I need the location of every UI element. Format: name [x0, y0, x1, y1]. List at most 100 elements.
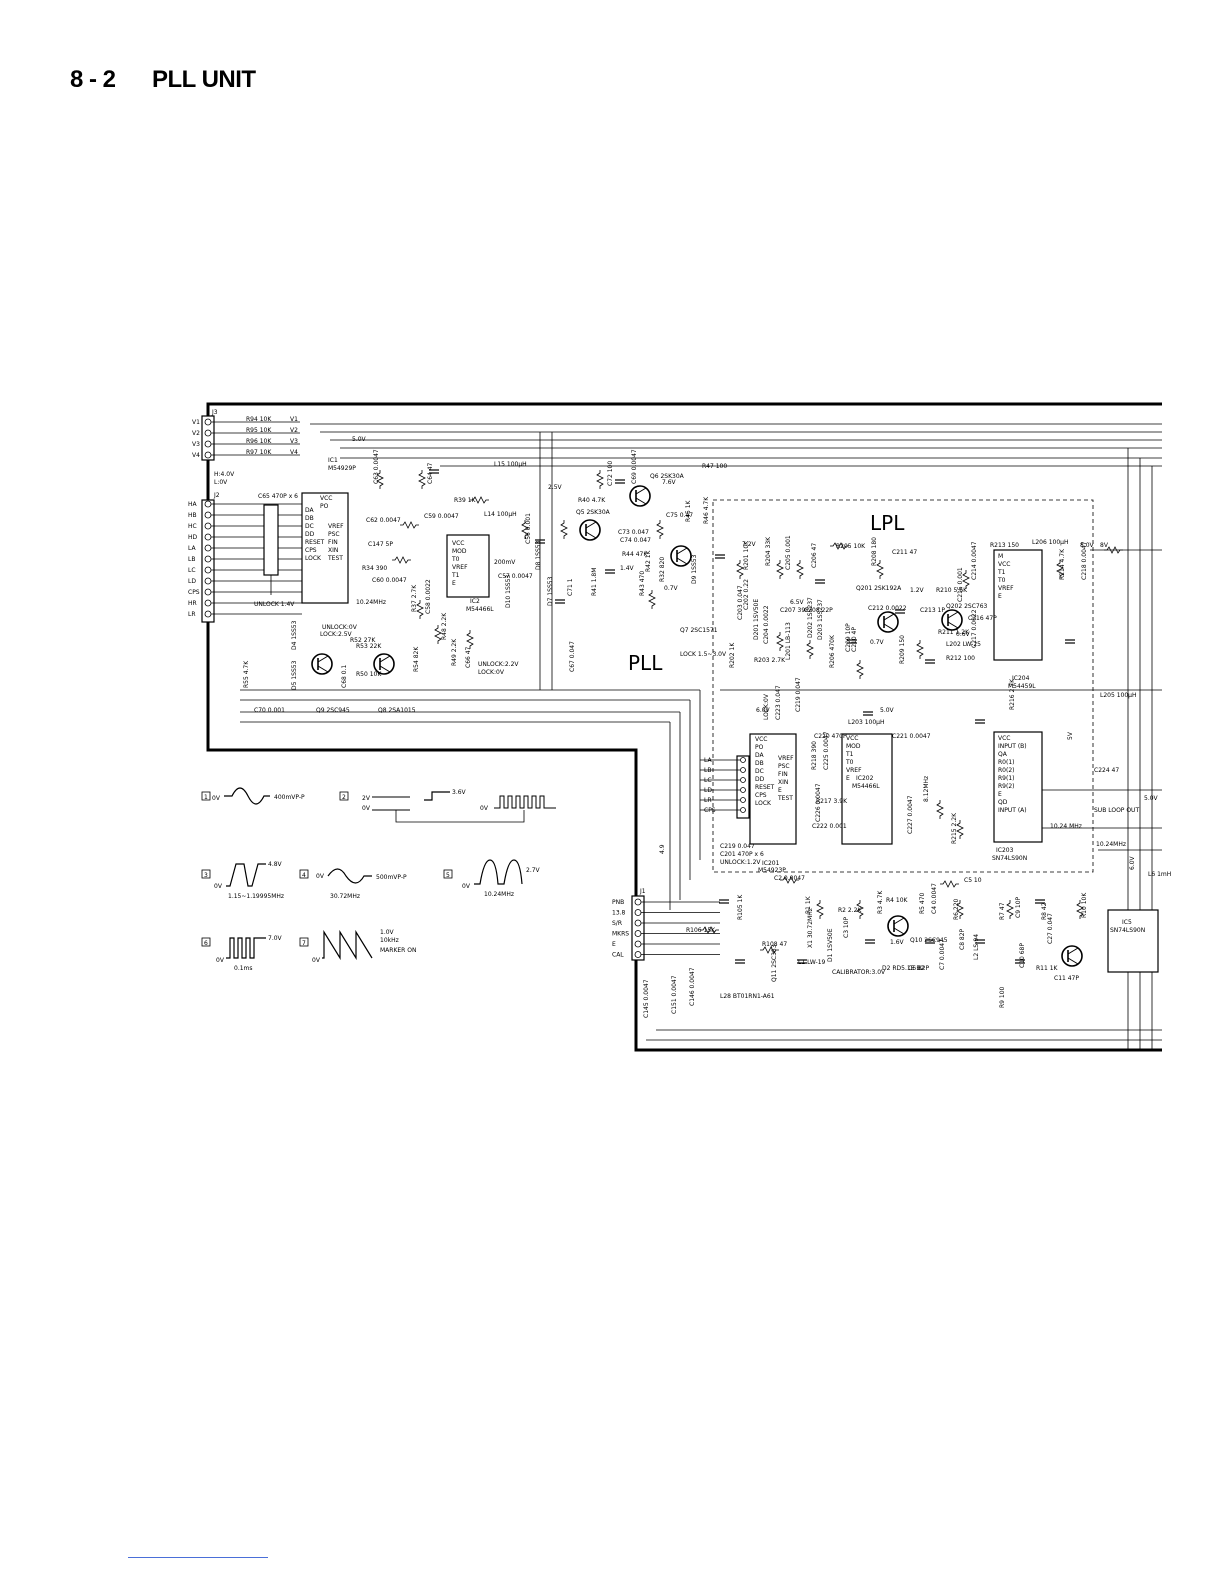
- component-label: UNLOCK:0V: [322, 624, 358, 631]
- ic201-input-lc: LC: [704, 777, 712, 784]
- component-label: D8 1SS53: [535, 540, 542, 570]
- component-label: C63 0.0047: [373, 449, 380, 484]
- component-label: R217 3.9K: [816, 798, 848, 805]
- component-label: L201 LB-113: [785, 622, 792, 660]
- ic1-m54929p: IC1 M54929P VCCPODADBDCDDRESETCPSLOCKVRE…: [301, 457, 356, 604]
- component-label: C4 0.0047: [931, 883, 938, 914]
- ic204pins-pin: T0: [997, 577, 1006, 584]
- component-label: R6 220: [953, 898, 960, 920]
- waveform-1-right: 400mVP-P: [274, 794, 305, 801]
- ic201pins-pin: TEST: [777, 795, 793, 802]
- component-label: L203 100µH: [848, 719, 884, 726]
- component-label: C60 0.0047: [372, 577, 407, 584]
- j3-pin-v1: V1: [192, 419, 200, 426]
- ic201pins-pin: E: [778, 787, 782, 794]
- component-label: R50 10K: [356, 671, 382, 678]
- component-label: R10 10K: [1081, 892, 1088, 918]
- j1-pin-pnb: PNB: [612, 899, 624, 906]
- component-label: C214 0.0047: [971, 541, 978, 580]
- ic202pins-pin: MOD: [846, 743, 861, 750]
- component-label: C3 10P: [843, 916, 850, 938]
- waveform-tag-5: 5: [446, 872, 450, 879]
- ic203pins-pin: R0(2): [998, 767, 1015, 774]
- j2-pin-ha: HA: [188, 501, 198, 508]
- component-label: R47 100: [702, 463, 727, 470]
- ic2pins-pin: E: [452, 580, 456, 587]
- component-label: C220 470P: [814, 733, 847, 740]
- component-label: C62 0.0047: [366, 517, 401, 524]
- component-label: L15 100µH: [494, 461, 527, 468]
- ic201pins-pin: VREF: [778, 755, 794, 762]
- ic203pins-pin: QA: [998, 751, 1008, 758]
- component-label: R54 82K: [413, 646, 420, 672]
- component-label: C66 47: [465, 646, 472, 668]
- component-label: 200mV: [494, 559, 516, 566]
- component-label: 1.4V: [620, 565, 635, 572]
- component-label: Q5 2SK30A: [576, 509, 611, 516]
- component-label: C11 47P: [1054, 975, 1079, 982]
- ic201pins-pin: FIN: [778, 771, 788, 778]
- component-label: C227 0.0047: [907, 795, 914, 834]
- component-label: C5 10: [964, 877, 982, 884]
- component-label: L1 LW-19: [798, 959, 826, 966]
- waveform-7-note: MARKER ON: [380, 947, 416, 954]
- svg-text:M54466L: M54466L: [852, 783, 880, 790]
- component-label: C70 0.001: [254, 707, 285, 714]
- component-label: R37 2.7K: [411, 584, 418, 612]
- ic1pins-pin: DB: [305, 515, 314, 522]
- ic202pins-pin: T0: [845, 759, 854, 766]
- component-label: R5 470: [919, 892, 926, 914]
- j2-pin-lb: LB: [188, 556, 195, 563]
- component-label: Q7 2SC1571: [680, 627, 718, 634]
- section-number: 8 - 2: [70, 66, 116, 93]
- component-label: R39 1K: [454, 497, 477, 504]
- ic201pins-pin: DD: [755, 776, 765, 783]
- component-label: Q6 2SK30A: [650, 473, 685, 480]
- j1-pin-138: 13.8: [612, 910, 626, 917]
- j2-pin-hd: HD: [188, 534, 198, 541]
- component-label: C73 0.047: [618, 529, 649, 536]
- component-label: C222 0.001: [812, 823, 847, 830]
- component-label: C207 39P: [780, 607, 809, 614]
- j2-pin-lc: LC: [188, 567, 196, 574]
- pll-label: PLL: [628, 651, 663, 675]
- component-label: C68 0.1: [341, 665, 348, 688]
- j3-pin-v3: V3: [192, 441, 200, 448]
- ic201pins-pin: PO: [755, 744, 764, 751]
- component-label: 5.0V: [880, 707, 895, 714]
- ic1pins-pin: LOCK: [305, 555, 322, 562]
- component-label: CALIBRATOR:3.0V: [832, 969, 886, 976]
- ic201pins-pin: VCC: [755, 736, 767, 743]
- svg-text:M54459L: M54459L: [1008, 683, 1036, 690]
- svg-text:SN74LS90N: SN74LS90N: [1110, 927, 1145, 934]
- svg-text:V2: V2: [290, 427, 298, 434]
- component-label: R211 1.2K: [938, 629, 970, 636]
- waveform-5-left: 0V: [462, 883, 471, 890]
- component-label: C145 0.0047: [643, 979, 650, 1018]
- ic201pins-pin: PSC: [778, 763, 790, 770]
- component-label: R208 180: [871, 537, 878, 566]
- component-label: R40 4.7K: [578, 497, 606, 504]
- ic5-sn74ls90n: IC5 SN74LS90N: [1107, 909, 1159, 973]
- component-label: L202 LW-25: [946, 641, 981, 648]
- ic201-input-la: LA: [704, 757, 712, 764]
- ic203pins-pin: R0(1): [998, 759, 1015, 766]
- svg-text:V1: V1: [290, 416, 298, 423]
- component-label: 0.7V: [870, 639, 885, 646]
- component-label: R46 4.7K: [703, 496, 710, 524]
- component-label: R53 22K: [356, 643, 382, 650]
- j2-pin-lr: LR: [188, 611, 196, 618]
- component-label: 6.0V: [1129, 855, 1136, 870]
- waveform-7-left: 0V: [312, 957, 321, 964]
- component-label: C221 0.0047: [892, 733, 931, 740]
- ic1pins-pin: PO: [320, 503, 329, 510]
- component-label: R215 2.2K: [951, 812, 958, 844]
- j3-pin-v4: V4: [192, 452, 200, 459]
